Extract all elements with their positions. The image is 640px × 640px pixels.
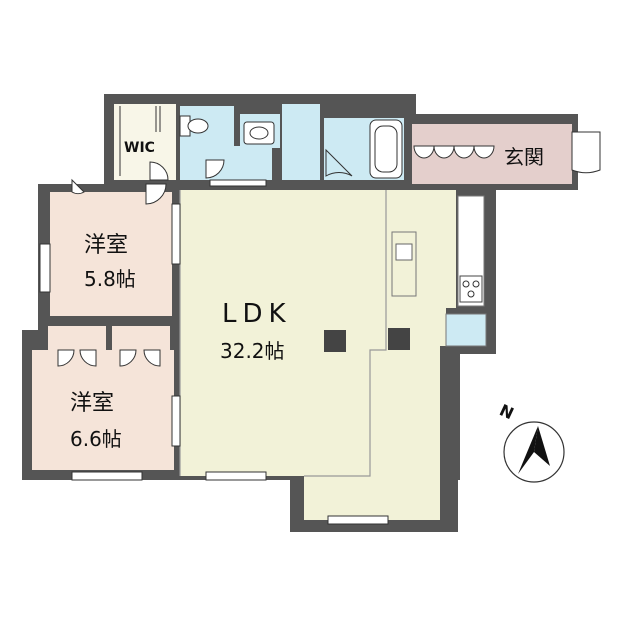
door-swings (57, 131, 601, 367)
toilet-fixture (179, 115, 209, 137)
wic-floor (114, 104, 176, 180)
western-room-2-area: 6.6帖 (70, 427, 122, 451)
western-room-2-name: 洋室 (70, 391, 114, 416)
entrance-floor (494, 124, 572, 184)
north-arrow-icon (534, 426, 550, 466)
ldk-name: LDK (222, 299, 292, 329)
compass-circle (503, 421, 565, 483)
western-room-1-name: 洋室 (84, 233, 128, 258)
western-room-2-floor (32, 350, 174, 470)
closet-room-2-a (48, 326, 106, 350)
kitchen-island (391, 231, 417, 297)
ldk-floor (180, 190, 456, 520)
bathtub-fixture (369, 119, 403, 179)
laundry-floor (282, 104, 320, 180)
compass: N (497, 400, 565, 483)
stove (459, 275, 483, 303)
western-room-1-floor (50, 192, 172, 316)
closet-room-2-b (112, 326, 170, 350)
sink (395, 243, 413, 261)
column-2 (388, 328, 410, 350)
shoe-closet-doors (413, 145, 495, 159)
western-room-1-area: 5.8帖 (84, 267, 136, 291)
column-1 (324, 330, 346, 352)
windows (39, 179, 389, 525)
wic-label: WIC (124, 140, 155, 156)
compass-north-label: N (497, 400, 517, 423)
pantry (445, 313, 487, 347)
wic-shelving (119, 106, 161, 176)
entrance-label: 玄関 (504, 145, 544, 169)
washroom-floor (180, 146, 272, 180)
ldk-area: 32.2帖 (220, 339, 285, 363)
washbasin-fixture (243, 121, 275, 145)
